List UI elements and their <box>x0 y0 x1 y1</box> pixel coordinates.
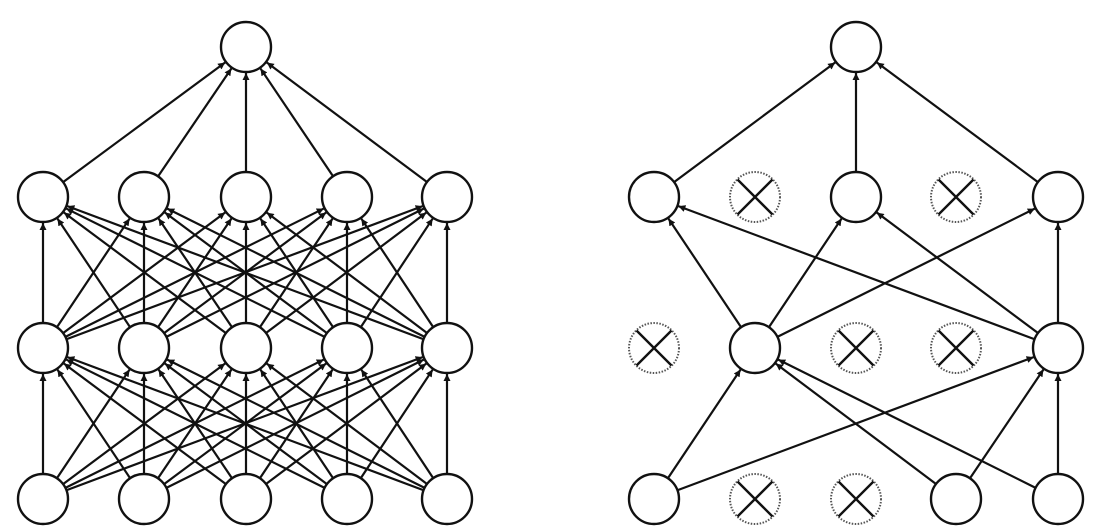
connection-arrow <box>259 67 334 177</box>
neuron-node <box>117 321 171 375</box>
dropped-neuron-node <box>729 473 781 525</box>
connection-arrow <box>166 207 426 338</box>
neuron-node <box>320 321 374 375</box>
neuron-node <box>320 472 374 526</box>
neuron-node <box>929 472 983 526</box>
neuron-node <box>117 170 171 224</box>
connection-arrow <box>62 61 226 184</box>
neuron-node <box>1031 472 1085 526</box>
neuron-node <box>728 321 782 375</box>
cross-icon <box>635 329 673 367</box>
neuron-node <box>1031 170 1085 224</box>
nodes <box>16 20 1085 526</box>
neuron-node <box>420 170 474 224</box>
neuron-node <box>829 20 883 74</box>
neuron-node <box>16 321 70 375</box>
neuron-node <box>219 170 273 224</box>
neuron-node <box>16 472 70 526</box>
connection-arrow <box>673 61 836 183</box>
neuron-node <box>219 472 273 526</box>
connection-arrow <box>775 362 937 485</box>
dropped-neuron-node <box>930 171 982 223</box>
neuron-node <box>16 170 70 224</box>
neuron-node <box>219 20 273 74</box>
connection-arrow <box>666 368 742 479</box>
connection-arrow <box>63 362 227 485</box>
cross-icon <box>736 480 774 518</box>
connection-arrow <box>65 207 326 338</box>
connection-arrow <box>166 358 426 489</box>
connection-arrow <box>876 211 1039 334</box>
connection-arrow <box>776 207 1036 338</box>
connection-arrow <box>360 218 435 328</box>
cross-icon <box>837 329 875 367</box>
dropped-neuron-node <box>930 322 982 374</box>
connection-arrow <box>157 67 233 177</box>
cross-icon <box>937 329 975 367</box>
neuron-node <box>320 170 374 224</box>
neuron-node <box>627 472 681 526</box>
connection-arrow <box>56 217 132 328</box>
cross-icon <box>736 178 774 216</box>
neuron-node <box>829 170 883 224</box>
connection-arrow <box>360 369 435 479</box>
cross-icon <box>937 178 975 216</box>
neuron-node <box>1031 321 1085 375</box>
cross-icon <box>837 480 875 518</box>
dropped-neuron-node <box>729 171 781 223</box>
connection-arrow <box>266 211 428 334</box>
dropped-neuron-node <box>830 322 882 374</box>
edges <box>39 61 1062 492</box>
connection-arrow <box>63 211 227 334</box>
neuron-node <box>117 472 171 526</box>
connection-arrow <box>767 217 843 328</box>
neuron-node <box>219 321 273 375</box>
connection-arrow <box>667 217 743 328</box>
neuron-node <box>627 170 681 224</box>
connection-arrow <box>266 61 428 183</box>
connection-arrow <box>677 205 1035 341</box>
dropped-neuron-node <box>830 473 882 525</box>
connection-arrow <box>266 362 428 485</box>
connection-arrow <box>65 358 326 489</box>
connection-arrow <box>777 358 1037 489</box>
connection-arrow <box>66 205 424 341</box>
connection-arrow <box>56 368 132 479</box>
connection-arrow <box>969 368 1045 479</box>
neuron-node <box>420 321 474 375</box>
dropped-neuron-node <box>628 322 680 374</box>
neuron-node <box>420 472 474 526</box>
connection-arrow <box>876 61 1039 183</box>
connection-arrow <box>66 356 424 492</box>
